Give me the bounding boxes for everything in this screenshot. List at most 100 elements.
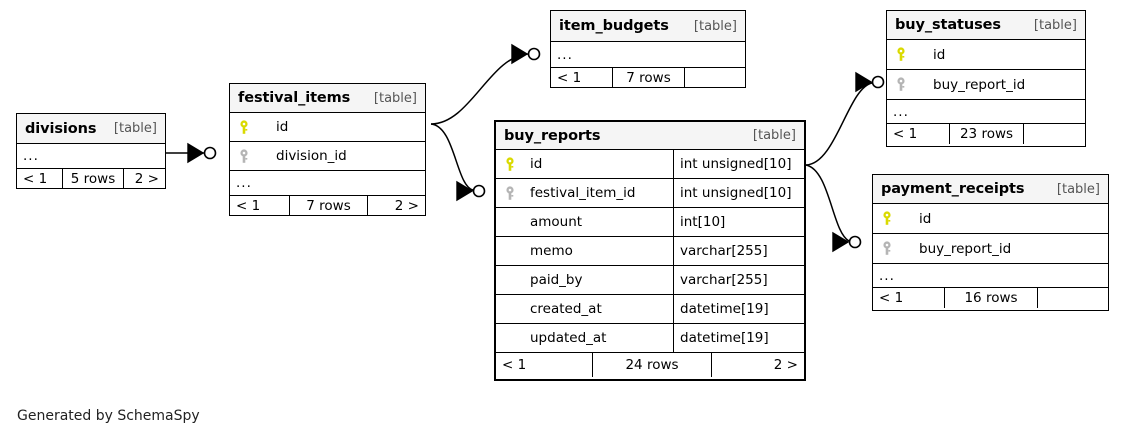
edge-festival-items-item-budgets: [430, 44, 541, 125]
column-type-label: int unsigned[10]: [673, 179, 804, 207]
column-row-id[interactable]: id: [873, 204, 1108, 234]
column-name-cell: created_at: [496, 301, 673, 317]
generator-credit: Generated by SchemaSpy: [17, 408, 200, 424]
next-page-button[interactable]: 2 >: [394, 197, 419, 214]
column-row-id[interactable]: id: [230, 113, 425, 142]
table-buy-statuses[interactable]: buy_statuses [table] id buy_report_id ..…: [886, 10, 1086, 147]
column-label: id: [530, 156, 543, 172]
prev-page-button[interactable]: < 1: [879, 290, 904, 306]
table-type-tag: [table]: [113, 121, 157, 136]
edge-divisions-festival-items: [166, 143, 217, 163]
column-name-cell: buy_report_id: [887, 77, 1085, 93]
table-buy-reports[interactable]: buy_reports [table] id int unsigned[10] …: [494, 120, 806, 381]
foreign-key-icon: [895, 77, 917, 92]
table-footer-item-budgets: < 1 7 rows: [551, 68, 745, 87]
column-row-created-at[interactable]: created_at datetime[19]: [496, 295, 804, 324]
column-name-cell: updated_at: [496, 330, 673, 346]
column-row-paid-by[interactable]: paid_by varchar[255]: [496, 266, 804, 295]
table-header-festival-items: festival_items [table]: [230, 84, 425, 113]
column-name-cell: id: [887, 47, 1085, 63]
table-footer-buy-statuses: < 1 23 rows: [887, 124, 1085, 144]
column-row-buy-report-id[interactable]: buy_report_id: [873, 234, 1108, 264]
column-row-id[interactable]: id: [887, 40, 1085, 70]
column-name-cell: buy_report_id: [873, 241, 1108, 257]
table-footer-festival-items: < 1 7 rows 2 >: [230, 196, 425, 215]
row-count-label: 5 rows: [62, 169, 124, 188]
column-name-cell: id: [873, 211, 1108, 227]
row-count-label: 24 rows: [592, 353, 712, 377]
column-type-label: varchar[255]: [673, 266, 804, 294]
more-columns-row: ...: [551, 42, 745, 68]
column-row-amount[interactable]: amount int[10]: [496, 208, 804, 237]
next-page-button[interactable]: [1024, 124, 1085, 144]
column-name-cell: division_id: [230, 148, 425, 164]
next-page-button[interactable]: [685, 68, 745, 87]
column-label: buy_report_id: [919, 240, 1012, 257]
column-label: festival_item_id: [530, 185, 636, 201]
table-divisions[interactable]: divisions [table] ... < 1 5 rows 2 >: [16, 113, 166, 189]
table-title: festival_items: [238, 90, 351, 106]
prev-page-button[interactable]: < 1: [893, 126, 918, 142]
table-type-tag: [table]: [1056, 181, 1100, 197]
table-item-budgets[interactable]: item_budgets [table] ... < 1 7 rows: [550, 10, 746, 88]
table-type-tag: [table]: [752, 128, 796, 143]
column-row-division-id[interactable]: division_id: [230, 142, 425, 171]
column-label: paid_by: [530, 272, 583, 288]
column-row-memo[interactable]: memo varchar[255]: [496, 237, 804, 266]
column-label: updated_at: [530, 330, 607, 346]
table-header-buy-statuses: buy_statuses [table]: [887, 11, 1085, 40]
foreign-key-icon: [238, 148, 260, 164]
table-type-tag: [table]: [373, 90, 417, 106]
primary-key-icon: [881, 211, 903, 226]
table-festival-items[interactable]: festival_items [table] id division_id ..…: [229, 83, 426, 216]
edge-festival-items-buy-reports: [430, 123, 486, 201]
more-columns-row: ...: [873, 264, 1108, 288]
table-footer-buy-reports: < 1 24 rows 2 >: [496, 353, 804, 377]
prev-page-button[interactable]: < 1: [236, 197, 261, 214]
table-type-tag: [table]: [1033, 17, 1077, 33]
next-page-button[interactable]: 2 >: [134, 170, 159, 187]
next-page-button[interactable]: [1038, 288, 1108, 308]
edge-buy-reports-buy-statuses: [805, 72, 885, 166]
column-label: created_at: [530, 301, 602, 317]
table-title: divisions: [25, 120, 97, 137]
column-row-buy-report-id[interactable]: buy_report_id: [887, 70, 1085, 100]
more-columns-row: ...: [17, 144, 165, 169]
column-label: amount: [530, 214, 583, 230]
next-page-button[interactable]: 2 >: [773, 357, 798, 373]
column-row-id[interactable]: id int unsigned[10]: [496, 150, 804, 179]
column-type-label: varchar[255]: [673, 237, 804, 265]
more-columns-row: ...: [887, 100, 1085, 124]
column-label: id: [276, 119, 289, 135]
column-row-updated-at[interactable]: updated_at datetime[19]: [496, 324, 804, 353]
column-label: buy_report_id: [933, 76, 1026, 93]
column-name-cell: festival_item_id: [496, 185, 673, 201]
column-type-label: int[10]: [673, 208, 804, 236]
row-count-label: 16 rows: [944, 288, 1038, 308]
table-title: buy_statuses: [895, 17, 1001, 33]
table-header-buy-reports: buy_reports [table]: [496, 122, 804, 150]
prev-page-button[interactable]: < 1: [23, 170, 48, 187]
column-row-festival-item-id[interactable]: festival_item_id int unsigned[10]: [496, 179, 804, 208]
table-header-divisions: divisions [table]: [17, 114, 165, 144]
prev-page-button[interactable]: < 1: [557, 69, 582, 86]
foreign-key-icon: [504, 185, 526, 201]
foreign-key-icon: [881, 241, 903, 256]
column-label: id: [933, 46, 946, 63]
column-label: memo: [530, 243, 573, 259]
primary-key-icon: [504, 156, 526, 172]
table-title: item_budgets: [559, 18, 669, 34]
row-count-label: 7 rows: [612, 68, 685, 87]
column-name-cell: memo: [496, 243, 673, 259]
more-columns-row: ...: [230, 171, 425, 196]
prev-page-button[interactable]: < 1: [502, 357, 527, 373]
column-type-label: datetime[19]: [673, 324, 804, 352]
table-payment-receipts[interactable]: payment_receipts [table] id buy_report_i…: [872, 174, 1109, 311]
table-header-item-budgets: item_budgets [table]: [551, 11, 745, 42]
column-name-cell: amount: [496, 214, 673, 230]
column-name-cell: id: [496, 156, 673, 172]
table-type-tag: [table]: [693, 18, 737, 34]
table-title: payment_receipts: [881, 181, 1025, 197]
primary-key-icon: [238, 119, 260, 135]
